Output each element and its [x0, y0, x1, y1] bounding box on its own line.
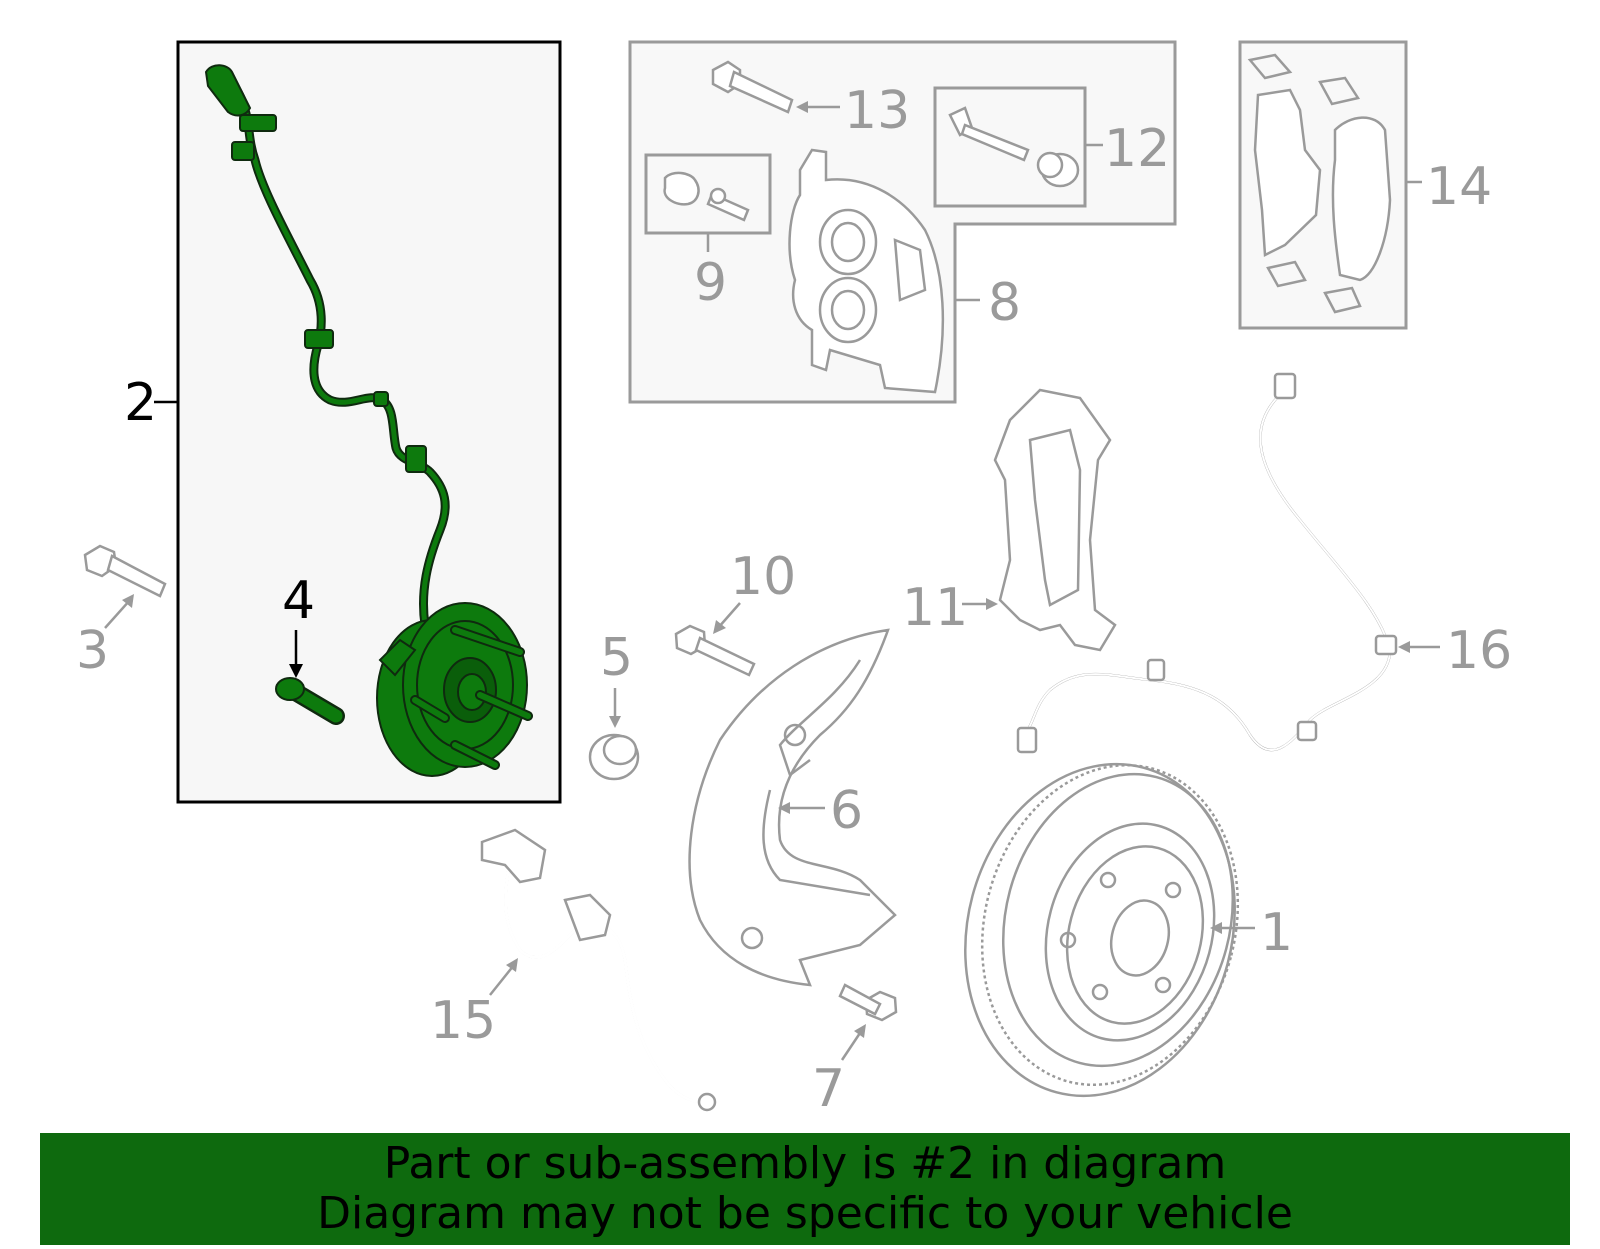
callout-15-arrowhead [506, 958, 518, 972]
callout-10[interactable]: 10 [730, 547, 796, 607]
bolt-7 [838, 983, 898, 1022]
callout-11-arrowhead [986, 598, 998, 610]
callout-14[interactable]: 14 [1426, 157, 1492, 217]
callout-3-arrow [104, 599, 131, 629]
callout-1-arrowhead [1210, 922, 1222, 934]
guide-pin-12 [948, 106, 1080, 188]
harness-clip-4 [373, 391, 389, 407]
banner-line-1: Part or sub-assembly is #2 in diagram [383, 1138, 1227, 1189]
splash-shield [688, 628, 897, 987]
harness-clip-2 [231, 141, 255, 161]
harness-clip-1 [239, 114, 277, 132]
callout-16-arrowhead [1398, 641, 1410, 653]
caliper-bracket [993, 388, 1117, 652]
sensor-wire-16 [1016, 372, 1398, 754]
callout-10-arrow [717, 602, 741, 629]
callout-7[interactable]: 7 [812, 1059, 845, 1119]
callout-15[interactable]: 15 [430, 991, 496, 1051]
hub-bolt [275, 677, 345, 725]
callout-10-arrowhead [713, 620, 726, 634]
callout-2[interactable]: 2 [124, 373, 157, 433]
callout-7-arrow [840, 1029, 864, 1061]
callout-12[interactable]: 12 [1104, 119, 1170, 179]
brake-pads [1247, 53, 1392, 314]
bolt-3 [83, 544, 167, 598]
banner-line-2: Diagram may not be specific to your vehi… [317, 1188, 1293, 1239]
callout-1[interactable]: 1 [1260, 903, 1293, 963]
callout-4: 4 [282, 571, 315, 631]
callout-3[interactable]: 3 [76, 621, 109, 681]
callout-16[interactable]: 16 [1446, 621, 1512, 681]
callout-8[interactable]: 8 [988, 273, 1021, 333]
harness-clip-3 [304, 329, 334, 349]
brake-hose-15 [480, 828, 717, 1112]
callout-13-arrowhead [796, 101, 808, 113]
callout-5[interactable]: 5 [600, 628, 633, 688]
bleeder-kit-9 [663, 171, 750, 222]
callout-6[interactable]: 6 [830, 781, 863, 841]
callout-6-arrowhead [778, 802, 790, 814]
callout-4-arrowhead [289, 664, 303, 678]
sensor-connector [204, 64, 252, 117]
callout-3-arrowhead [122, 594, 134, 608]
dust-cap-5 [588, 733, 640, 781]
callout-13[interactable]: 13 [844, 81, 910, 141]
brake-rotor [964, 762, 1240, 1098]
harness-clip-5 [405, 445, 427, 473]
caliper [788, 148, 945, 394]
guide-pin-bolt-13 [711, 60, 794, 114]
callout-11[interactable]: 11 [902, 578, 968, 638]
info-banner: Part or sub-assembly is #2 in diagram Di… [40, 1133, 1570, 1245]
hub-bearing [376, 602, 533, 777]
assembly-2-group[interactable]: 4 [176, 40, 562, 804]
callout-7-arrowhead [854, 1024, 866, 1038]
bolt-10 [674, 624, 756, 677]
callout-9[interactable]: 9 [694, 253, 727, 313]
callout-5-arrowhead [609, 716, 621, 728]
callout-15-arrow [489, 964, 515, 996]
